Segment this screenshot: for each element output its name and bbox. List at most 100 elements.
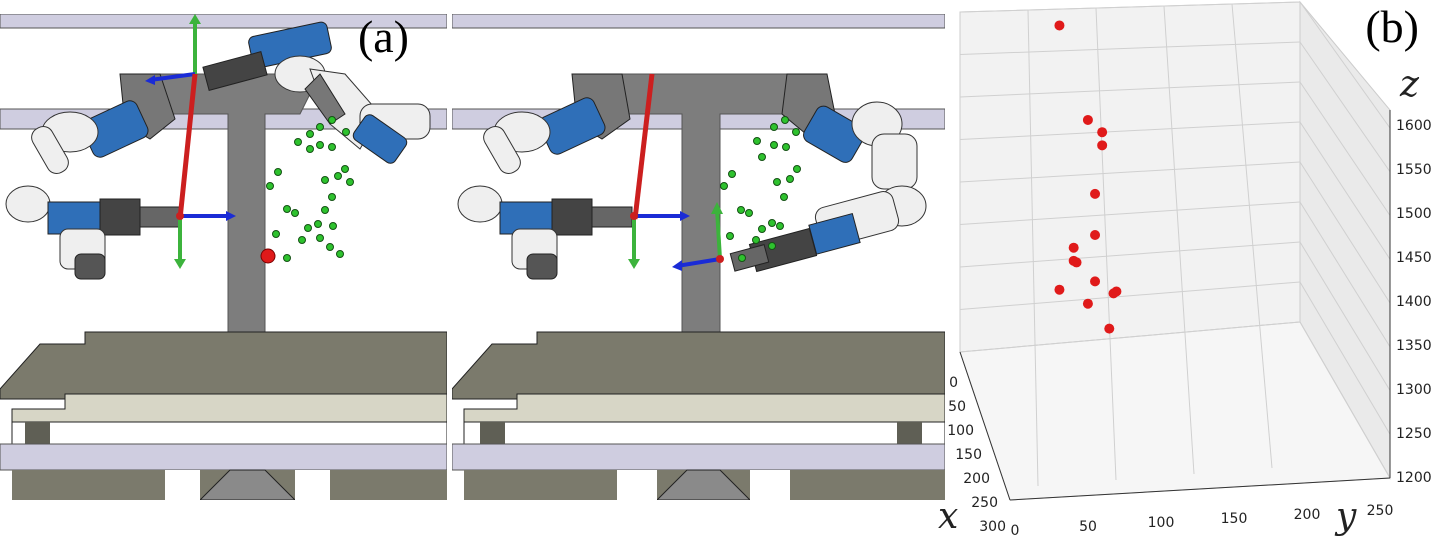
grid-line [1299,321,1391,479]
base-gap [750,470,790,500]
simulation-scene-right [452,14,945,500]
scatter-points [1054,20,1122,334]
top-beam [452,14,945,29]
z-tick-label: 1600 [1396,118,1432,134]
left-robot-arm [5,73,181,280]
scatter-point [1068,242,1079,253]
table-frame [11,421,447,445]
scatter-point [1082,114,1093,125]
y-tick-label: 150 [1221,511,1248,527]
table-leg [897,422,922,444]
z-tick-label: 1300 [1396,382,1432,398]
grid-line [1299,41,1391,173]
scatter-point [1108,288,1119,299]
table-top [463,393,945,423]
scatter-point [1097,127,1108,138]
panel-a-label: (a) [357,14,409,62]
grid-line [959,321,1301,353]
z-tick-label: 1350 [1396,338,1432,354]
grid-line [1299,121,1391,260]
right-robot-arm [202,21,431,164]
z-axis-label: z [1399,64,1420,105]
scatter-point [1104,323,1115,334]
y-tick-label: 250 [1367,503,1394,519]
base-foot [199,469,296,500]
x-tick-label: 100 [947,423,974,439]
scatter-point [1054,20,1065,31]
table-leg [25,422,50,444]
grid-line [1299,161,1391,304]
grid-line [1299,241,1391,391]
grid-line [959,81,1301,98]
z-tick-label: 1550 [1396,162,1432,178]
x-axis-line [959,351,1011,501]
grid-line [959,121,1301,140]
grid-line [1095,7,1117,481]
ground-block [452,331,945,400]
ground-block [0,331,447,400]
coordinate-frame-upper [632,73,655,220]
grid-line [1231,3,1273,469]
lower-beam [452,443,945,471]
waypoint-cloud [720,116,801,262]
simulation-view-left: (a) [0,14,447,500]
y-tick-labels: 0 50 100 150 200 250 [1011,503,1394,538]
table-top [11,393,447,423]
grid-line [959,41,1301,55]
waypoint-cloud [266,116,354,262]
top-beam [0,14,447,29]
base-foot [656,469,751,500]
coordinate-frame-right [672,202,724,271]
table-leg [480,422,505,444]
scatter-point [1090,230,1101,241]
grid-line [1299,81,1391,216]
y-tick-label: 50 [1079,519,1097,535]
z-tick-label: 1250 [1396,426,1432,442]
coordinate-frame-left [628,211,690,269]
grid-line [959,241,1301,268]
simulation-scene-left [0,14,447,500]
table-frame [463,421,945,445]
scatter-point [1054,284,1065,295]
panel-b-label: (b) [1365,1,1419,52]
y-tick-label: 100 [1148,515,1175,531]
grid-line [959,281,1301,310]
back-pane [959,1,1301,353]
coordinate-frame-lower [174,211,236,269]
base-gap [295,470,330,500]
gridlines [959,1,1391,487]
grid-line [1163,5,1195,475]
grid-line [959,1,1301,13]
simulation-view-right [452,14,945,500]
z-tick-label: 1500 [1396,206,1432,222]
y-axis-label: y [1334,496,1357,537]
scatter-point [1071,257,1082,268]
grid-line [959,201,1301,225]
x-tick-label: 0 [949,375,958,391]
x-tick-label: 250 [971,495,998,511]
y-tick-label: 200 [1294,507,1321,523]
y-axis-line [1009,477,1391,501]
x-tick-label: 50 [948,399,966,415]
grid-line [1299,281,1391,435]
scatter-point [1097,140,1108,151]
y-tick-label: 0 [1011,523,1020,538]
right-robot-arm [729,73,927,273]
left-robot-arm [457,73,633,280]
base-gap [165,470,200,500]
x-axis-label: x [938,496,958,537]
x-tick-label: 200 [963,471,990,487]
base-gap [617,470,657,500]
scatter-point [1082,298,1093,309]
z-tick-label: 1450 [1396,250,1432,266]
grid-line [959,161,1301,183]
x-tick-label: 150 [955,447,982,463]
grid-line [1027,9,1039,487]
z-tick-label: 1400 [1396,294,1432,310]
target-point [260,248,276,264]
scatter-point [1090,188,1101,199]
